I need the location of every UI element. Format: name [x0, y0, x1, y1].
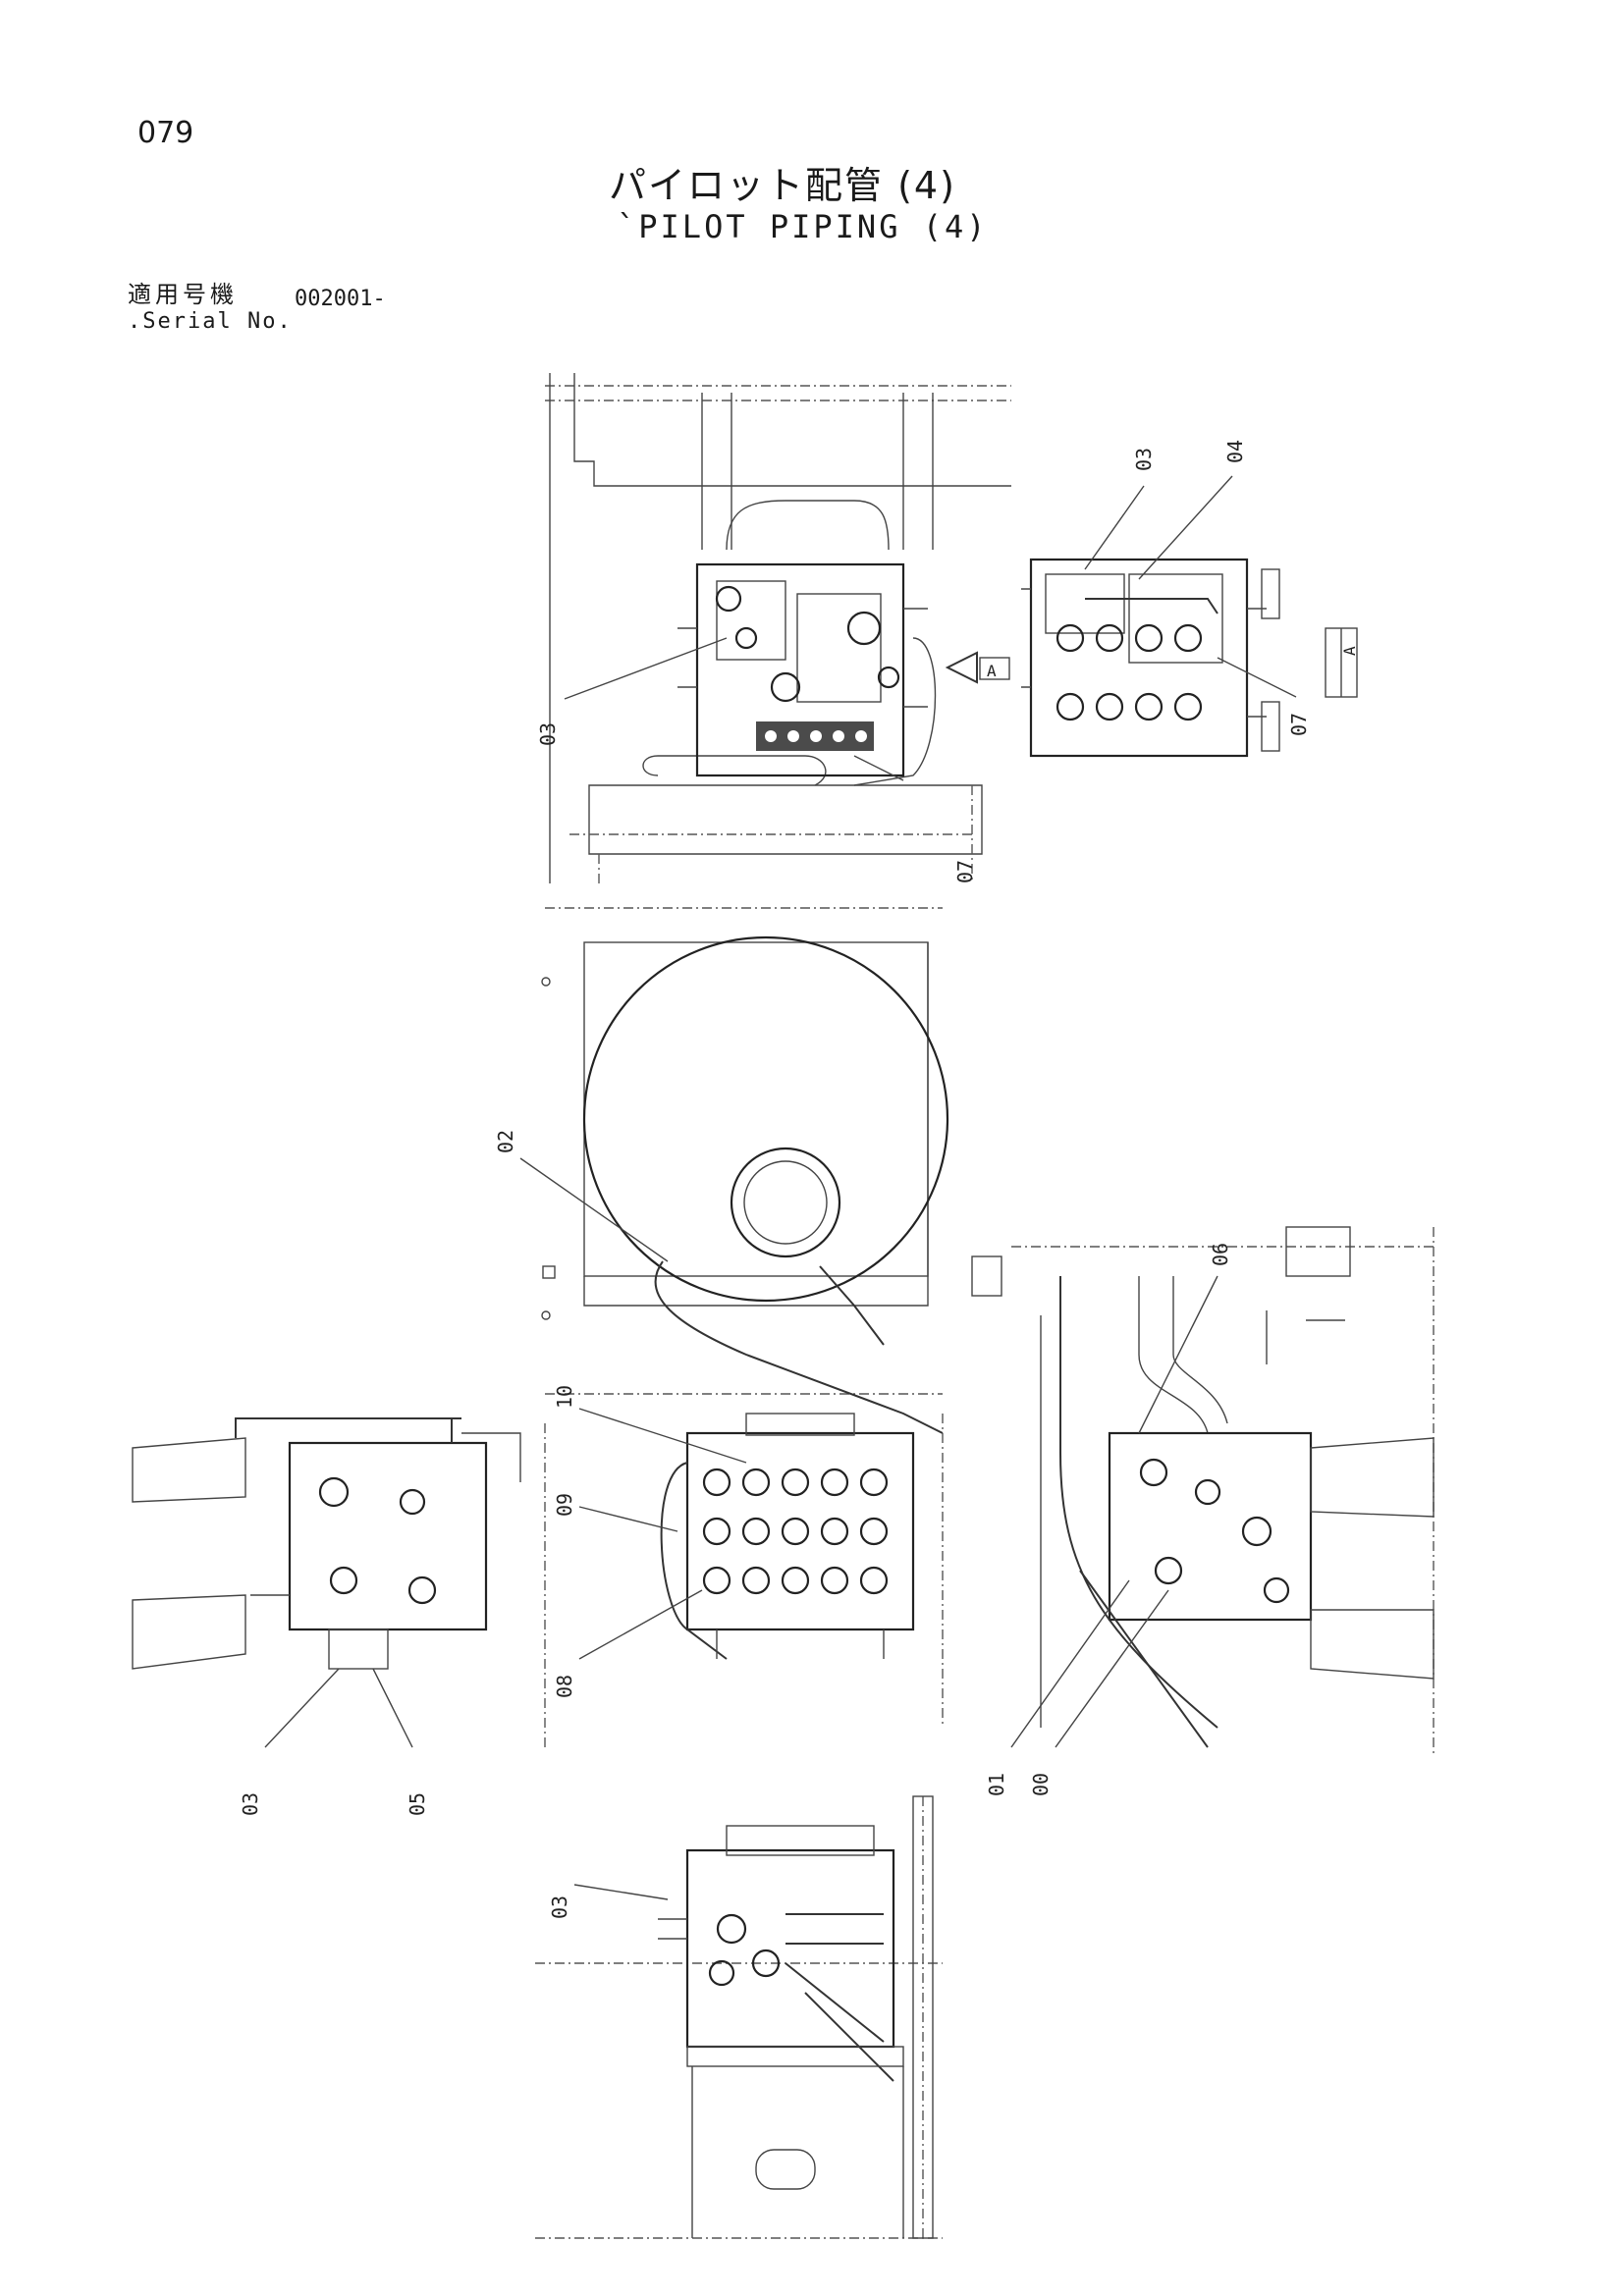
callout-06: 06 [1138, 1243, 1232, 1434]
callout-03-c-label: 03 [239, 1792, 262, 1816]
view-top-frame [545, 373, 1011, 883]
callout-08-label: 08 [553, 1675, 576, 1698]
tank-view [541, 907, 949, 1434]
callout-02-label: 02 [494, 1130, 517, 1153]
callout-07-b: 07 [1217, 657, 1311, 736]
serial-label-japanese: 適用号機 [128, 281, 238, 308]
serial-number-value: 002001- [295, 287, 386, 311]
callout-04: 04 [1138, 440, 1247, 580]
callout-07-a-label: 07 [953, 860, 977, 883]
view-a-box: A [1325, 627, 1359, 698]
left-valve-view [132, 1417, 521, 1670]
view-arrow-a-icon: A [945, 651, 1010, 684]
page-number: 079 [137, 116, 194, 150]
callout-01-label: 01 [985, 1773, 1008, 1796]
callout-05: 05 [372, 1668, 429, 1816]
callout-05-label: 05 [406, 1792, 429, 1816]
callout-09-label: 09 [553, 1493, 576, 1517]
callout-07-a: 07 [853, 755, 977, 883]
callout-02: 02 [494, 1130, 669, 1262]
right-pump-view [971, 1226, 1435, 1757]
callout-00: 00 [1029, 1589, 1169, 1796]
callout-03-a: 03 [536, 637, 728, 746]
callout-00-label: 00 [1029, 1773, 1053, 1796]
view-a-box-label: A [1340, 646, 1359, 656]
callout-06-label: 06 [1209, 1243, 1232, 1266]
callout-01: 01 [985, 1579, 1130, 1796]
callout-09: 09 [553, 1493, 678, 1532]
callout-07-b-label: 07 [1287, 713, 1311, 736]
callout-03-d-label: 03 [548, 1896, 571, 1919]
callout-08: 08 [553, 1589, 703, 1698]
control-valve-top-view [677, 562, 928, 777]
callout-03-d: 03 [548, 1884, 669, 1919]
serial-label-english: .Serial No. [128, 309, 293, 334]
callout-03-b-label: 03 [1132, 448, 1156, 471]
callout-04-label: 04 [1223, 440, 1247, 463]
title-japanese: パイロット配管 (4) [609, 164, 956, 207]
view-arrow-label: A [987, 662, 997, 680]
bottom-side-view [535, 1795, 943, 2239]
valve-detail-view-a [1021, 558, 1280, 758]
callout-03-b: 03 [1084, 448, 1156, 570]
main-valve-view [544, 1413, 944, 1747]
callout-03-c: 03 [239, 1668, 340, 1816]
title-english: `PILOT PIPING (4) [617, 208, 989, 245]
callout-03-a-label: 03 [536, 722, 560, 746]
callout-10-label: 10 [553, 1385, 576, 1409]
callout-10: 10 [553, 1385, 747, 1464]
